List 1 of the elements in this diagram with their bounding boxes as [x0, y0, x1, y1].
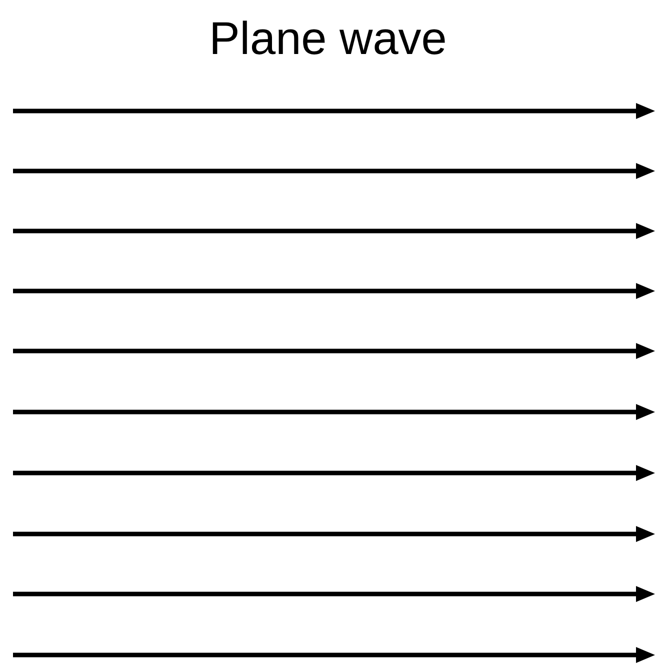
- diagram-title: Plane wave: [208, 11, 448, 66]
